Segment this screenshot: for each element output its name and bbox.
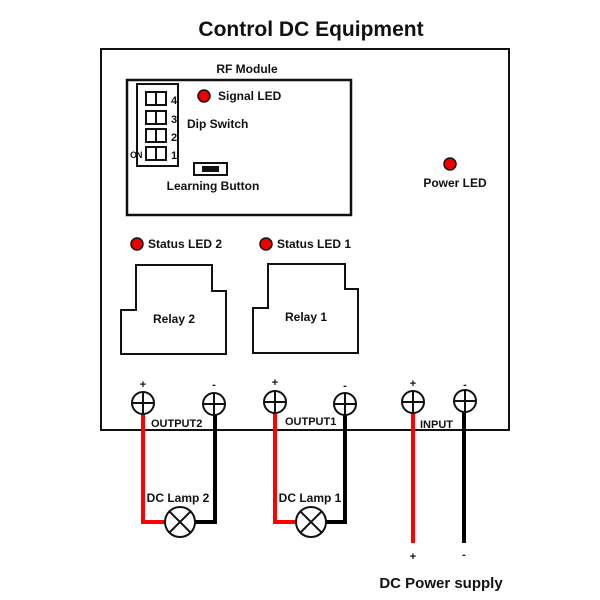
relay-2-label: Relay 2 — [153, 312, 195, 326]
output2-negative-wire — [195, 410, 217, 524]
dip-switch[interactable]: 4 3 2 1 ON — [130, 83, 179, 167]
output2-positive-wire — [141, 410, 165, 524]
relay-2 — [120, 264, 227, 355]
dip-switch-4[interactable] — [145, 91, 167, 106]
input-label: INPUT — [420, 419, 453, 431]
dip-position-4: 4 — [171, 95, 178, 107]
learning-button-label: Learning Button — [167, 179, 260, 193]
relay-1-label: Relay 1 — [285, 310, 327, 324]
dip-switch-label: Dip Switch — [187, 117, 248, 131]
equipment-enclosure — [100, 48, 510, 431]
output2-label: OUTPUT2 — [151, 418, 202, 430]
output1-minus-sign: - — [343, 380, 347, 392]
power-led-label: Power LED — [423, 176, 487, 190]
dip-position-3: 3 — [171, 114, 177, 126]
relay-1 — [252, 263, 359, 354]
terminal-output1-negative[interactable] — [333, 392, 357, 416]
dc-lamp-2-label: DC Lamp 2 — [147, 491, 210, 505]
status-led-1-label: Status LED 1 — [277, 237, 351, 251]
signal-led-label: Signal LED — [218, 89, 282, 103]
wires — [141, 410, 466, 543]
dip-switch-frame — [136, 83, 179, 167]
power-supply-label: DC Power supply — [379, 575, 503, 592]
dip-position-1: 1 — [171, 150, 177, 162]
diagram-title: Control DC Equipment — [198, 18, 423, 41]
rf-module-label: RF Module — [216, 62, 278, 76]
terminal-output2-negative[interactable] — [202, 392, 226, 416]
input-minus-sign: - — [463, 379, 467, 391]
dip-on-label: ON — [130, 150, 142, 160]
power-supply-minus-sign: - — [462, 549, 466, 561]
dip-position-2: 2 — [171, 132, 177, 144]
status-led-2-icon — [130, 237, 144, 251]
dip-switch-1[interactable] — [145, 146, 167, 161]
output1-positive-wire — [273, 410, 297, 524]
terminal-output1-positive[interactable] — [263, 390, 287, 414]
dip-switch-3[interactable] — [145, 110, 167, 125]
signal-led-icon — [197, 89, 211, 103]
output1-label: OUTPUT1 — [285, 416, 336, 428]
output2-plus-sign: + — [140, 379, 146, 391]
dc-lamp-1-icon — [295, 506, 327, 538]
output1-plus-sign: + — [272, 377, 278, 389]
dip-switch-2[interactable] — [145, 128, 167, 143]
output1-negative-wire — [325, 410, 347, 524]
status-led-2-label: Status LED 2 — [148, 237, 222, 251]
input-plus-sign: + — [410, 378, 416, 390]
power-led-icon — [443, 157, 457, 171]
status-led-1-icon — [259, 237, 273, 251]
power-supply-plus-sign: + — [410, 551, 416, 563]
terminal-input-positive[interactable] — [401, 390, 425, 414]
rf-module-box — [125, 78, 353, 217]
terminal-input-negative[interactable] — [453, 389, 477, 413]
learning-button[interactable] — [193, 162, 228, 176]
dc-lamp-2-icon — [164, 506, 196, 538]
dc-lamp-1-label: DC Lamp 1 — [279, 491, 342, 505]
output2-minus-sign: - — [212, 379, 216, 391]
terminal-output2-positive[interactable] — [131, 391, 155, 415]
